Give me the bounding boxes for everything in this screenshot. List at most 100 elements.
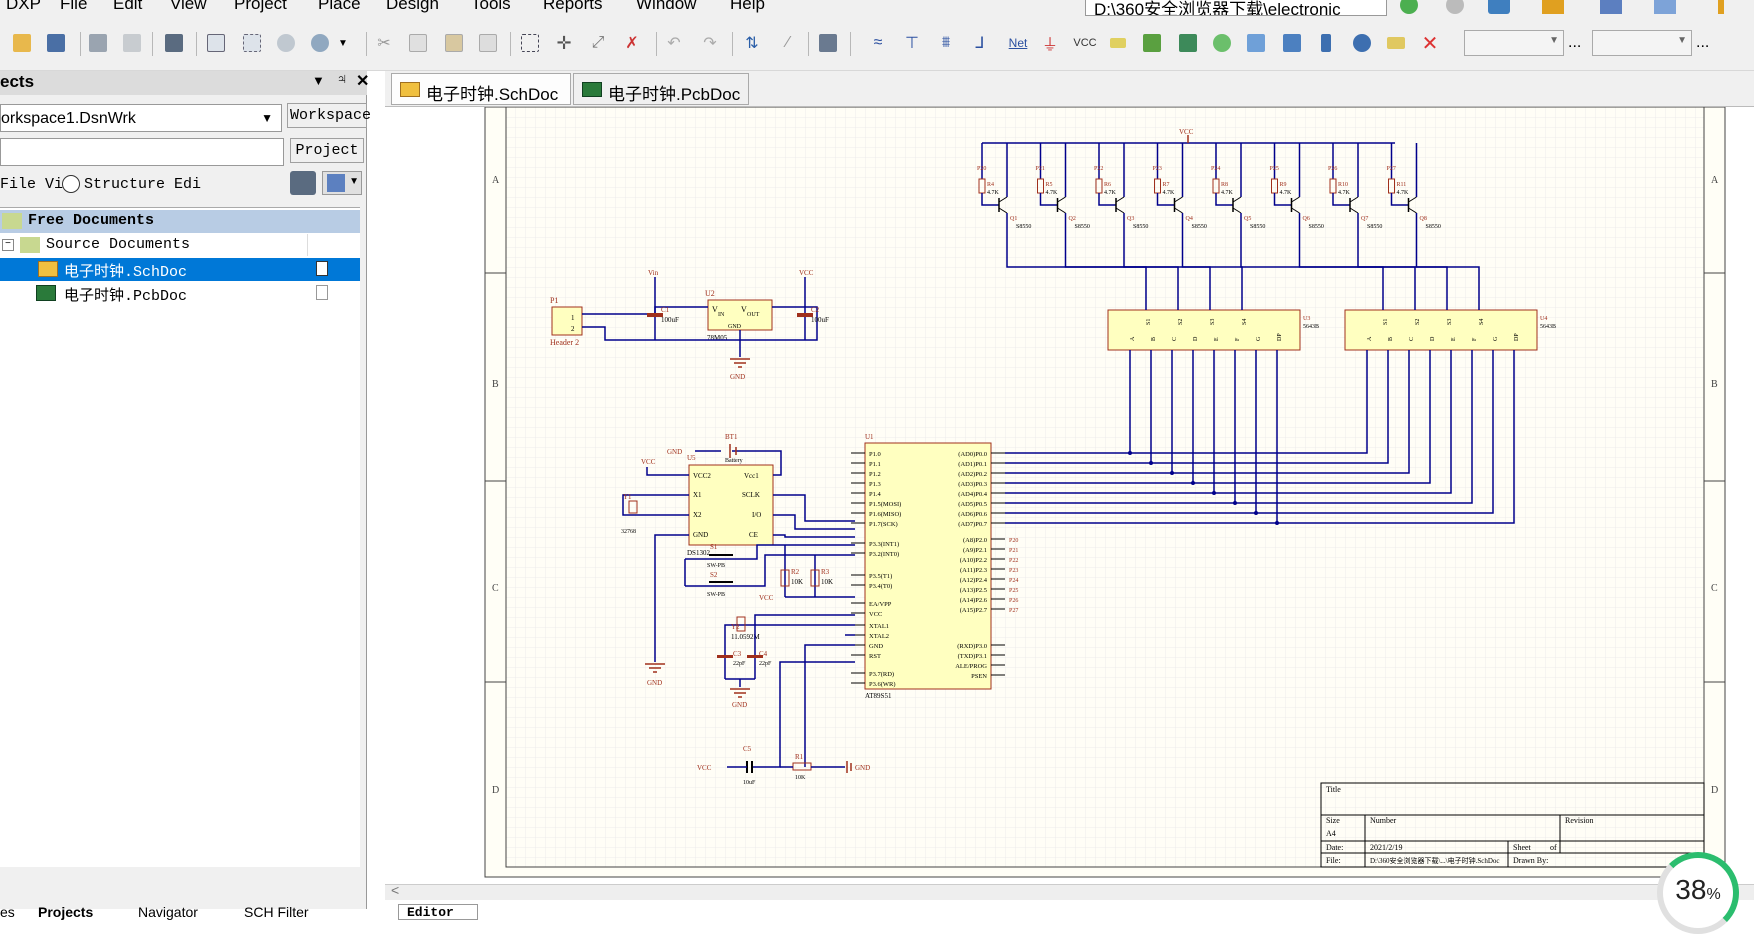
place-harness-entry-icon[interactable] — [1350, 31, 1374, 55]
redo-icon[interactable]: ↷ — [703, 35, 717, 52]
filter-combo-2[interactable]: ▼ — [1592, 30, 1692, 56]
zone-label-b-right: B — [1711, 379, 1718, 390]
deselect-icon[interactable]: ⤢ — [591, 34, 605, 51]
tree-source-documents[interactable]: − Source Documents — [0, 234, 360, 257]
tree-free-documents[interactable]: Free Documents — [0, 210, 360, 233]
rubber-stamp-icon[interactable] — [476, 31, 500, 55]
tree-file-schdoc[interactable]: 电子时钟.SchDoc — [0, 258, 360, 281]
undo-icon[interactable]: ↶ — [667, 35, 681, 52]
browse-library-icon[interactable] — [816, 31, 840, 55]
board-3d-icon[interactable] — [162, 31, 186, 55]
svg-text:10K: 10K — [791, 578, 803, 586]
filter-combo-1[interactable]: ▼ — [1464, 30, 1564, 56]
project-icon[interactable] — [1542, 0, 1564, 14]
place-signal-harness-icon[interactable]: ⩩ — [941, 34, 951, 51]
tab-sch-filter[interactable]: SCH Filter — [244, 904, 309, 920]
zoom-fit-icon[interactable] — [204, 31, 228, 55]
menu-view[interactable]: View — [170, 0, 207, 13]
pin-icon[interactable] — [1718, 0, 1724, 14]
structure-editor-radio[interactable] — [62, 175, 80, 193]
place-wire-icon[interactable]: ≈ — [873, 34, 883, 51]
tab-pcbdoc[interactable]: 电子时钟.PcbDoc — [573, 73, 749, 105]
chevron-down-icon[interactable]: ▼ — [338, 37, 348, 49]
cut-icon[interactable]: ✂ — [377, 35, 391, 52]
place-port-icon[interactable] — [1280, 31, 1304, 55]
place-sheet-entry-icon[interactable] — [1176, 31, 1200, 55]
rtc-u5[interactable] — [688, 464, 774, 546]
close-panel-icon[interactable]: ✕ — [356, 73, 370, 90]
save-icon[interactable] — [44, 31, 68, 55]
tab-schdoc[interactable]: 电子时钟.SchDoc — [391, 73, 571, 105]
pin-panel-icon[interactable]: ♃ — [336, 71, 348, 88]
document-tab-bar: 电子时钟.SchDoc 电子时钟.PcbDoc — [385, 71, 1754, 107]
display-seg-f: F — [1472, 337, 1478, 341]
connector-p1[interactable] — [551, 306, 583, 336]
copy-icon[interactable] — [406, 31, 430, 55]
tab-navigator[interactable]: Navigator — [138, 904, 198, 920]
zoom-filter-icon[interactable] — [308, 31, 332, 55]
place-part-icon[interactable] — [1106, 31, 1130, 55]
display-body[interactable] — [1107, 309, 1301, 351]
mcu-right-pin-11: (A10)P2.2 — [960, 557, 987, 564]
display-body[interactable] — [1344, 309, 1538, 351]
paste-icon[interactable] — [442, 31, 466, 55]
menu-edit[interactable]: Edit — [113, 0, 143, 13]
place-harness-connector-icon[interactable] — [1314, 31, 1338, 55]
project-options-icon[interactable]: ▼ — [322, 171, 362, 195]
collapse-icon[interactable]: − — [2, 239, 14, 251]
workspace-button[interactable]: Workspace — [287, 103, 371, 128]
place-device-sheet-icon[interactable] — [1210, 31, 1234, 55]
toolbar-ellipsis-2[interactable]: ... — [1696, 34, 1710, 51]
place-bus-icon[interactable]: ⊤ — [905, 35, 919, 52]
move-icon[interactable]: ✛ — [556, 32, 572, 53]
zoom-selected-icon[interactable] — [274, 31, 298, 55]
tab-files[interactable]: es — [0, 904, 15, 920]
cross-probe-icon[interactable]: ∕ — [786, 34, 790, 51]
menu-design[interactable]: Design — [386, 0, 439, 13]
project-button[interactable]: Project — [290, 138, 364, 163]
scroll-left-icon[interactable]: < — [391, 882, 400, 898]
back-icon[interactable] — [1400, 0, 1418, 14]
gnd-port-icon[interactable]: ⏚ — [1041, 37, 1058, 54]
menu-project[interactable]: Project — [234, 0, 287, 13]
tree-file-pcbdoc[interactable]: 电子时钟.PcbDoc — [0, 282, 360, 305]
menu-tools[interactable]: Tools — [471, 0, 511, 13]
tab-editor[interactable]: Editor — [398, 904, 478, 920]
menu-help[interactable]: Help — [730, 0, 765, 13]
compile-icon[interactable] — [290, 171, 316, 195]
clear-filter-icon[interactable]: ✗ — [625, 35, 639, 52]
menu-window[interactable]: Window — [636, 0, 697, 13]
place-directive-icon[interactable] — [1384, 31, 1408, 55]
menu-dxp[interactable]: DXP — [6, 0, 41, 13]
zoom-area-icon[interactable] — [240, 31, 264, 55]
layers-icon[interactable] — [1654, 0, 1676, 14]
tab-projects[interactable]: Projects — [38, 904, 94, 920]
hierarchy-icon[interactable]: ⇅ — [745, 35, 759, 52]
menu-place[interactable]: Place — [318, 0, 361, 13]
select-area-icon[interactable] — [518, 31, 542, 55]
project-field[interactable] — [0, 138, 284, 166]
workspace-combo[interactable]: orkspace1.DsnWrk ▼ — [0, 104, 282, 132]
place-sheet-symbol-icon[interactable] — [1140, 31, 1164, 55]
toolbar-ellipsis-1[interactable]: ... — [1568, 34, 1582, 51]
menu-reports[interactable]: Reports — [543, 0, 603, 13]
horizontal-scrollbar[interactable]: < — [385, 882, 1754, 900]
schematic-canvas[interactable]: A B C D A B C D Title Size A4 Number Rev… — [385, 107, 1754, 892]
path-selector[interactable]: D:\360安全浏览器下载\electronic — [1085, 0, 1387, 16]
place-harness-icon[interactable] — [1244, 31, 1268, 55]
forward-icon[interactable] — [1446, 0, 1464, 14]
no-erc-icon[interactable]: ✕ — [1421, 32, 1439, 55]
panel-menu-icon[interactable]: ▼ — [312, 73, 325, 88]
place-net-label-icon[interactable]: Net — [1008, 36, 1028, 50]
menu-file[interactable]: File — [60, 0, 88, 13]
svg-text:U1: U1 — [865, 433, 874, 441]
view-icon[interactable] — [1600, 0, 1622, 14]
open-icon[interactable] — [10, 31, 34, 55]
print-icon[interactable] — [86, 31, 110, 55]
place-bus-entry-icon[interactable]: ⅃ — [975, 35, 985, 52]
vcc-port-icon[interactable]: VCC — [1073, 37, 1097, 49]
print-preview-icon[interactable] — [120, 31, 144, 55]
display-seg-dp: DP — [1277, 333, 1283, 341]
home-icon[interactable] — [1488, 0, 1510, 14]
mcu-body[interactable] — [864, 442, 992, 690]
